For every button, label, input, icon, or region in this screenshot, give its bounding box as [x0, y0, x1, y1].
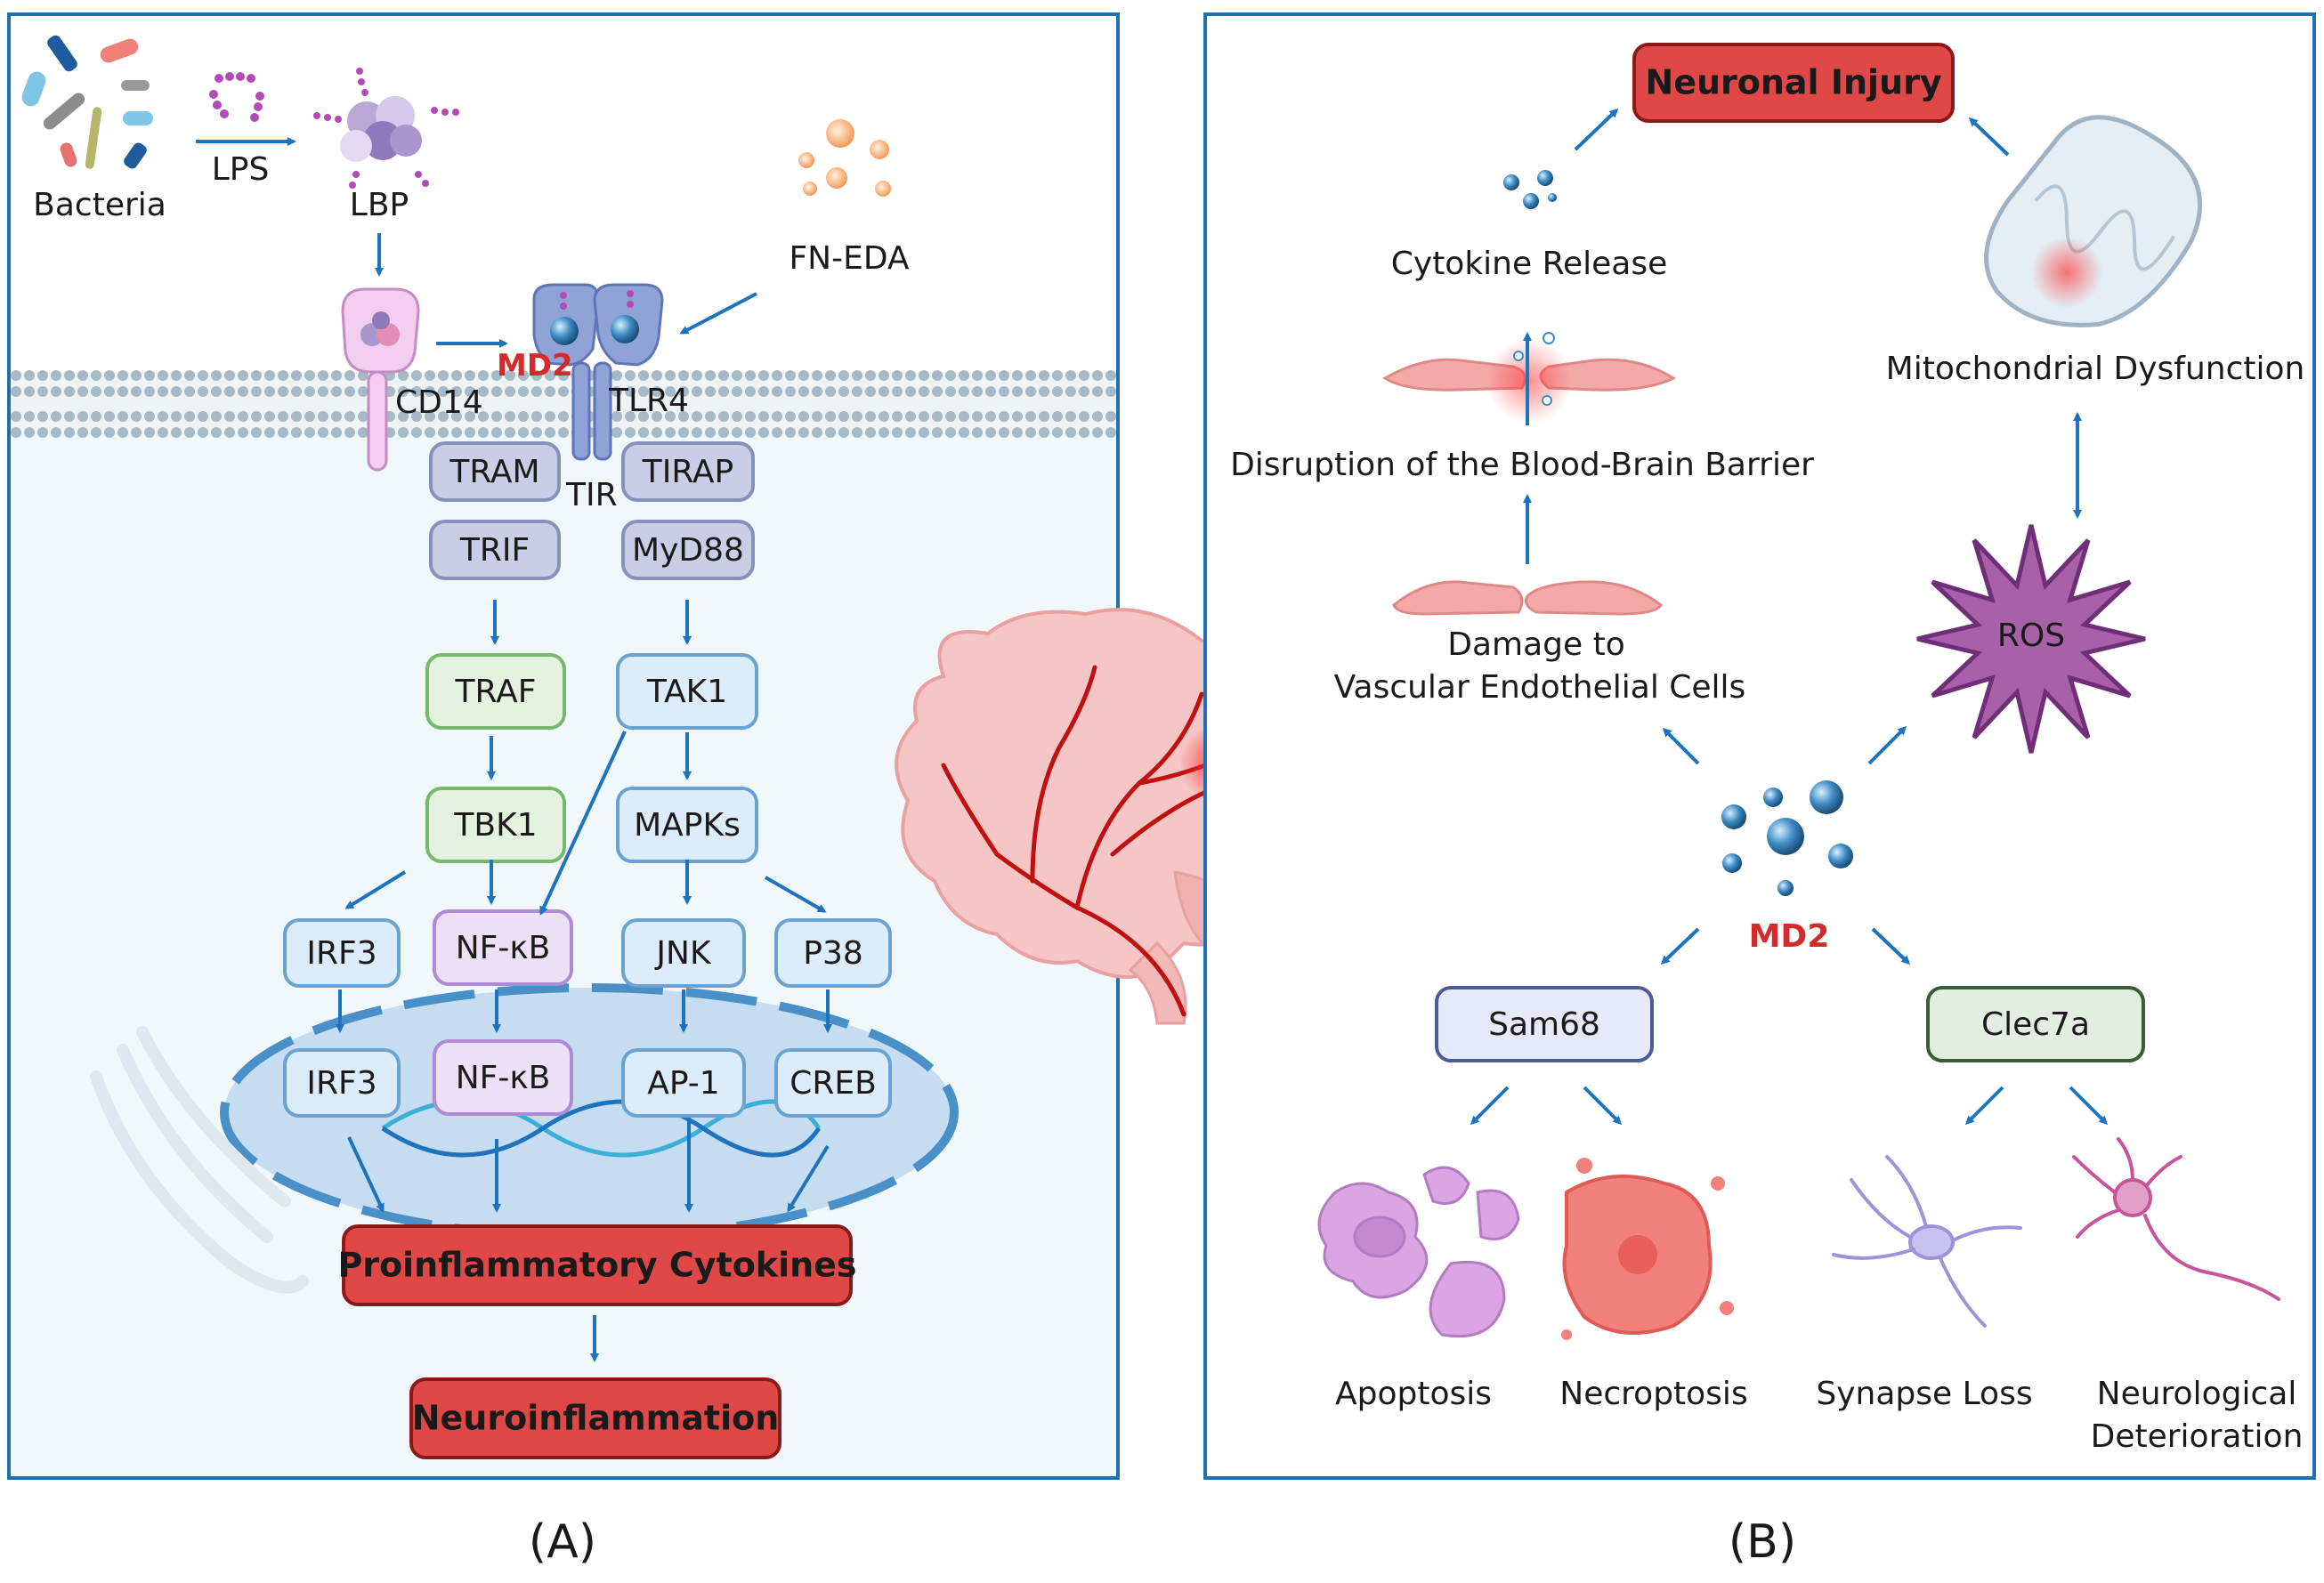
traf-box: TRAF — [425, 653, 566, 730]
panel-b: Cytokine Release Disruption of the Blood… — [1203, 12, 2316, 1569]
tram-box-label: TRAM — [449, 454, 539, 490]
jnk-box-label: JNK — [654, 935, 712, 972]
panel-a-arrows — [336, 600, 832, 1362]
tbk1-box: TBK1 — [425, 787, 566, 863]
cell-membrane — [11, 370, 1116, 438]
mitochondrion-icon — [1984, 115, 2203, 327]
neuroinflammation-box-label: Neuroinflammation — [412, 1399, 780, 1438]
md2-label-b: MD2 — [1749, 918, 1830, 955]
synapse-loss-icon — [1832, 1155, 2022, 1328]
fn-eda-label: FN-EDA — [789, 240, 909, 277]
apoptosis-icon — [1317, 1166, 1520, 1338]
tak1-box-label: TAK1 — [646, 674, 727, 710]
neuroinflammation-box: Neuroinflammation — [409, 1377, 781, 1459]
tir-label: TIR — [565, 477, 618, 513]
clec7a-box: Clec7a — [1926, 986, 2145, 1062]
creb-box-label: CREB — [790, 1065, 877, 1102]
ap1-box: AP-1 — [621, 1048, 746, 1118]
myd88-box-label: MyD88 — [632, 532, 744, 569]
neuro-label-line2: Deterioration — [2091, 1418, 2304, 1455]
nfkb-bottom-box-label: NF-κB — [456, 1060, 551, 1096]
irf3-top-box-label: IRF3 — [306, 935, 377, 972]
nfkb-top-box: NF-κB — [433, 909, 573, 986]
caption-b: (B) — [1729, 1515, 1796, 1569]
nfkb-top-box-label: NF-κB — [456, 930, 551, 966]
irf3-top-box: IRF3 — [283, 918, 401, 988]
mapks-box-label: MAPKs — [634, 807, 741, 844]
tirap-box: TIRAP — [621, 441, 755, 502]
synapse-loss-label: Synapse Loss — [1816, 1376, 2032, 1412]
necroptosis-label: Necroptosis — [1559, 1376, 1747, 1412]
tak1-box: TAK1 — [616, 653, 758, 730]
damage-label-line1: Damage to — [1447, 626, 1625, 663]
traf-box-label: TRAF — [455, 674, 537, 710]
sam68-box: Sam68 — [1435, 986, 1654, 1062]
tirap-box-label: TIRAP — [642, 454, 734, 490]
clec7a-box-label: Clec7a — [1981, 1006, 2090, 1043]
damage-label-line2: Vascular Endothelial Cells — [1334, 669, 1746, 706]
cd14-label: CD14 — [395, 384, 483, 421]
neurological-deterioration-icon — [2072, 1137, 2280, 1301]
ros-label: ROS — [1997, 618, 2065, 654]
neuronal-injury-box-label: Neuronal Injury — [1645, 63, 1941, 102]
fn-eda-icon — [798, 119, 891, 197]
ap1-box-label: AP-1 — [647, 1065, 719, 1102]
trif-box-label: TRIF — [459, 532, 530, 569]
apoptosis-label: Apoptosis — [1335, 1376, 1492, 1412]
lps-icon — [209, 72, 264, 122]
lps-label: LPS — [212, 151, 270, 188]
tlr4-label: TLR4 — [608, 383, 689, 419]
creb-box: CREB — [774, 1048, 892, 1118]
myd88-box: MyD88 — [621, 520, 755, 580]
p38-box: P38 — [774, 918, 892, 988]
trif-box: TRIF — [429, 520, 561, 580]
ros-starburst-icon — [1916, 524, 2146, 754]
sam68-box-label: Sam68 — [1488, 1006, 1600, 1043]
lbp-label: LBP — [350, 187, 409, 223]
necroptosis-icon — [1561, 1158, 1734, 1340]
nfkb-bottom-box: NF-κB — [433, 1039, 573, 1116]
cd14-receptor — [341, 287, 420, 472]
bacteria-icon — [21, 35, 153, 169]
arrow-mito-injury — [1968, 117, 2010, 157]
jnk-box: JNK — [621, 918, 746, 988]
mito-label: Mitochondrial Dysfunction — [1886, 351, 2305, 387]
p38-box-label: P38 — [803, 935, 863, 972]
cytokines-box: Proinflammatory Cytokines — [337, 1224, 857, 1306]
cytokine-dots-icon — [1503, 170, 1557, 209]
arrow-cytokine-injury — [1574, 108, 1619, 151]
arrow-fneda-tlr4 — [679, 292, 757, 335]
cytokine-release-label: Cytokine Release — [1391, 246, 1668, 282]
caption-a: (A) — [529, 1515, 596, 1569]
mapks-box: MAPKs — [616, 787, 758, 863]
cytokines-box-label: Proinflammatory Cytokines — [337, 1246, 856, 1285]
irf3-bottom-box-label: IRF3 — [306, 1065, 377, 1102]
endothelial-cells-icon — [1392, 580, 1663, 616]
neuro-label-line1: Neurological — [2097, 1376, 2297, 1412]
bacteria-label: Bacteria — [33, 187, 166, 223]
tram-box: TRAM — [429, 441, 561, 502]
tlr4-receptor — [532, 283, 664, 461]
tbk1-box-label: TBK1 — [453, 807, 537, 844]
md2-particles-icon — [1721, 780, 1853, 896]
neuronal-injury-box: Neuronal Injury — [1632, 43, 1955, 123]
endoplasmic-reticulum-icon — [90, 1026, 309, 1294]
md2-label-a: MD2 — [497, 348, 573, 384]
lbp-icon — [313, 68, 459, 189]
panel-b-arrows — [1470, 725, 2109, 1126]
bbb-label: Disruption of the Blood-Brain Barrier — [1230, 447, 1814, 483]
irf3-bottom-box: IRF3 — [283, 1048, 401, 1118]
